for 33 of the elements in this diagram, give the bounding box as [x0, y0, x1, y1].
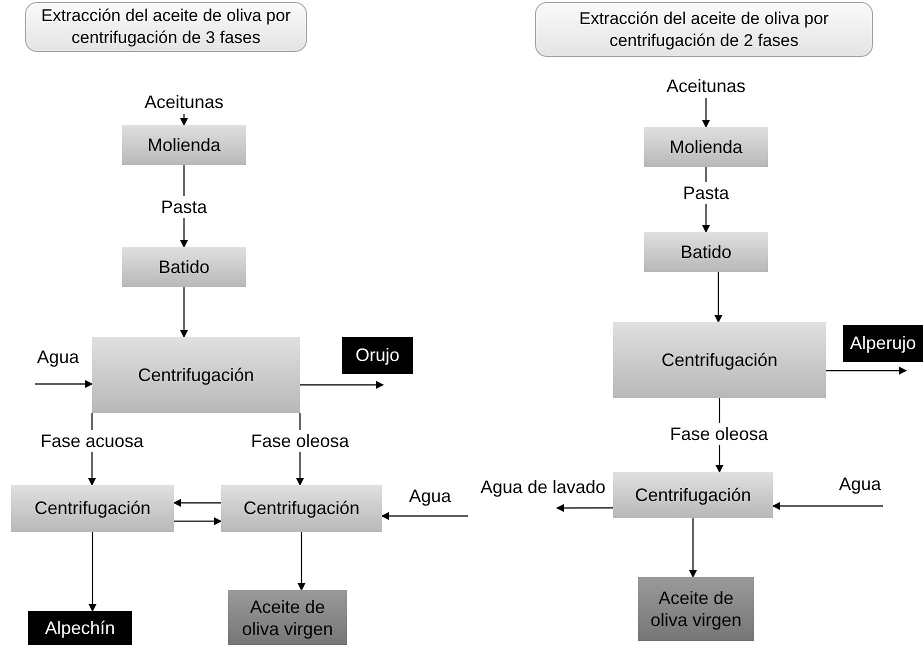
process-box: Molienda: [122, 125, 246, 165]
arrow: [556, 504, 613, 512]
process-box: Centrifugación: [613, 322, 826, 398]
arrow: [174, 517, 222, 526]
arrow: [180, 114, 188, 126]
process-box: Batido: [122, 247, 246, 287]
arrow: [689, 518, 697, 578]
arrow: [88, 532, 96, 612]
output-box: Alpechín: [28, 611, 132, 645]
arrow: [772, 502, 883, 510]
arrow: [702, 98, 710, 128]
process-box: Molienda: [644, 127, 768, 167]
arrow: [180, 287, 188, 338]
process-box: Centrifugación: [92, 337, 300, 413]
output-box: Alperujo: [843, 325, 923, 362]
input-label: Aceitunas: [656, 74, 756, 98]
title-box: Extracción del aceite de oliva por centrifugación de 3 fases: [25, 2, 307, 52]
process-box: Centrifugación: [221, 485, 382, 532]
product-box: Aceite de oliva virgen: [228, 590, 347, 645]
process-box: Centrifugación: [11, 485, 174, 532]
arrow: [381, 512, 468, 520]
input-label: Aceitunas: [134, 90, 234, 114]
arrow: [714, 272, 722, 323]
arrow: [35, 380, 93, 388]
arrow: [173, 498, 221, 507]
process-box: Batido: [644, 232, 768, 272]
title-box: Extracción del aceite de oliva por centrifugación de 2 fases: [535, 2, 873, 57]
output-box: Orujo: [342, 337, 413, 374]
arrow: [826, 366, 907, 375]
arrow: [300, 380, 384, 389]
process-box: Centrifugación: [613, 472, 773, 518]
product-box: Aceite de oliva virgen: [638, 577, 754, 641]
arrow: [298, 532, 306, 591]
